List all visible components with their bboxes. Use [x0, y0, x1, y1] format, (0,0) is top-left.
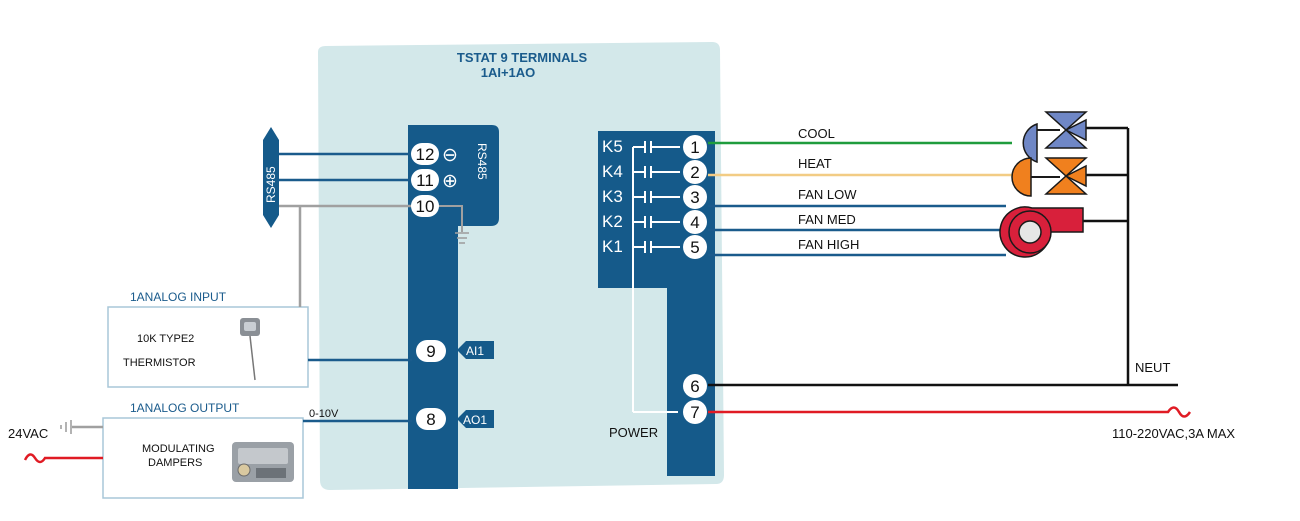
- relay-label-k1: K1: [602, 237, 623, 256]
- heat-valve-icon: [1011, 157, 1088, 197]
- terminal-1: 1: [683, 135, 707, 159]
- svg-text:4: 4: [690, 213, 699, 232]
- svg-text:9: 9: [426, 342, 435, 361]
- common-return-wires: [1072, 126, 1130, 385]
- damper-label-2: DAMPERS: [148, 457, 202, 469]
- terminal-2: 2: [683, 160, 707, 184]
- damper-actuator-icon: [232, 442, 294, 482]
- ao1-tag: AO1: [457, 410, 494, 428]
- terminal-8: 8: [416, 408, 446, 430]
- terminal-9: 9: [416, 340, 446, 362]
- relay-contacts: [632, 141, 680, 413]
- minus-icon: ⊖: [442, 145, 458, 166]
- ai1-tag: AI1: [457, 341, 494, 359]
- svg-text:7: 7: [690, 403, 699, 422]
- rs485-bus: RS485: [263, 127, 279, 228]
- svg-text:AI1: AI1: [466, 344, 484, 358]
- relay-label-k4: K4: [602, 162, 623, 181]
- label-cool: COOL: [798, 126, 835, 141]
- analog-input-title: 1ANALOG INPUT: [130, 290, 227, 304]
- svg-text:11: 11: [416, 171, 434, 190]
- terminal-4: 4: [683, 210, 707, 234]
- label-neut: NEUT: [1135, 360, 1170, 375]
- relay-label-k3: K3: [602, 187, 623, 206]
- relay-label-k2: K2: [602, 212, 623, 231]
- supply-24vac-wire: [23, 453, 103, 464]
- svg-text:5: 5: [690, 238, 699, 257]
- svg-text:6: 6: [690, 377, 699, 396]
- svg-text:AO1: AO1: [463, 413, 487, 427]
- label-fan-med: FAN MED: [798, 212, 856, 227]
- supply-24vac-label: 24VAC: [8, 426, 48, 441]
- label-supply: 110-220VAC,3A MAX: [1112, 426, 1235, 441]
- plus-icon: ⊕: [442, 171, 458, 192]
- thermistor-icon: [240, 318, 260, 381]
- svg-text:8: 8: [426, 410, 435, 429]
- label-power: POWER: [609, 425, 658, 440]
- fan-icon: [999, 206, 1084, 258]
- thermistor-label: THERMISTOR: [123, 357, 196, 369]
- terminal-12: 12: [411, 143, 439, 165]
- left-terminal-module: RS485: [408, 125, 499, 489]
- analog-input-box: 1ANALOG INPUT 10K TYPE2 THERMISTOR: [107, 290, 309, 388]
- cool-valve-icon: [1022, 111, 1088, 164]
- ao-signal-label: 0-10V: [309, 408, 339, 420]
- label-fan-high: FAN HIGH: [798, 237, 859, 252]
- ground-wire-terminal-10: [438, 205, 463, 232]
- terminal-6: 6: [683, 374, 707, 398]
- terminal-10: 10: [411, 195, 439, 217]
- ground-symbol: [455, 232, 469, 244]
- label-heat: HEAT: [798, 156, 832, 171]
- rs485-port-label: RS485: [475, 143, 489, 180]
- terminal-7: 7: [683, 400, 707, 424]
- terminal-3: 3: [683, 185, 707, 209]
- wire-power: [708, 406, 1192, 418]
- label-fan-low: FAN LOW: [798, 187, 857, 202]
- panel-subtitle: 1AI+1AO: [481, 65, 536, 80]
- relay-label-k5: K5: [602, 137, 623, 156]
- svg-text:3: 3: [690, 188, 699, 207]
- thermistor-type: 10K TYPE2: [137, 333, 194, 345]
- svg-text:12: 12: [416, 145, 435, 164]
- terminal-5: 5: [683, 235, 707, 259]
- svg-text:10: 10: [416, 197, 435, 216]
- analog-output-title: 1ANALOG OUTPUT: [130, 401, 240, 415]
- terminal-11: 11: [411, 169, 439, 191]
- svg-text:2: 2: [690, 163, 699, 182]
- panel-title: TSTAT 9 TERMINALS: [457, 50, 588, 65]
- chassis-ground-icon: [60, 420, 72, 434]
- svg-text:1: 1: [690, 138, 699, 157]
- damper-label-1: MODULATING: [142, 443, 215, 455]
- rs485-bus-label: RS485: [264, 166, 278, 203]
